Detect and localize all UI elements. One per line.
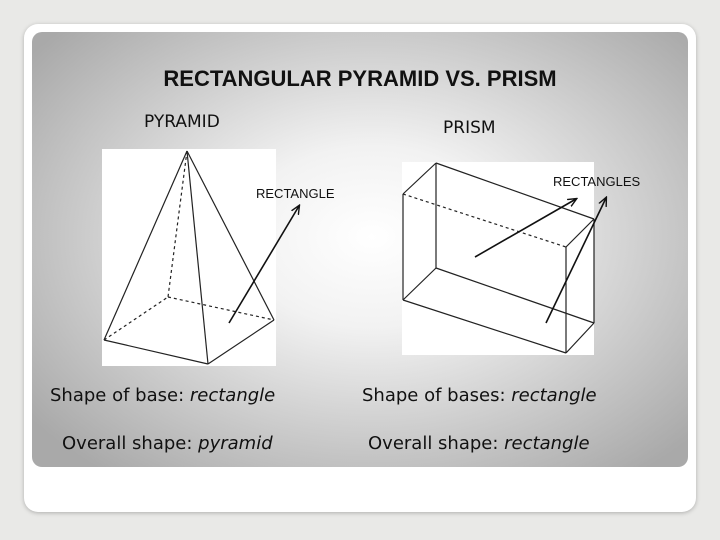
pyramid-overall-caption-prefix: Overall shape: [62, 433, 199, 454]
prism-top-left-edge [402, 162, 437, 195]
prism-top-right-edge [565, 218, 595, 248]
prism-bottom-front-edge [402, 299, 567, 354]
pyramid-base-caption: Shape of base: rectangle [50, 385, 275, 406]
prism-overall-caption-value: rectangle [504, 433, 590, 454]
pyramid-hidden-edge [167, 150, 188, 298]
prism-overall-caption: Overall shape: rectangle [368, 433, 590, 454]
pyramid-overall-caption-value: pyramid [198, 433, 273, 454]
prism-figure-background [402, 162, 594, 355]
prism-top-back-edge [435, 162, 595, 220]
prism-heading: PRISM [443, 118, 496, 138]
pyramid-heading: PYRAMID [144, 112, 220, 132]
pyramid-base-front-left [103, 339, 209, 365]
pyramid-overall-caption: Overall shape: pyramid [62, 433, 273, 454]
pyramid-edge-left [103, 150, 188, 341]
annotation-arrows [228, 198, 606, 324]
prism-bottom-right-edge [565, 322, 595, 354]
pyramid-edge-front [186, 150, 209, 365]
prism-base-caption-prefix: Shape of bases: [362, 385, 512, 406]
prism-hidden-edge [402, 193, 567, 248]
pyramid-base-caption-prefix: Shape of base: [50, 385, 190, 406]
pyramid-base-hidden-back [167, 296, 275, 321]
prism-annotation-label: RECTANGLES [553, 174, 641, 189]
pyramid-edge-right [186, 150, 275, 321]
prism-overall-caption-prefix: Overall shape: [368, 433, 505, 454]
prism-base-caption: Shape of bases: rectangle [362, 385, 597, 406]
rectangular-pyramid-drawing [103, 150, 275, 365]
pyramid-base-hidden-left [103, 296, 169, 341]
pyramid-base-arrow [228, 206, 299, 324]
prism-side-arrow [545, 198, 606, 324]
pyramid-base-caption-value: rectangle [189, 385, 276, 406]
slide-title: RECTANGULAR PYRAMID VS. PRISM [163, 66, 557, 91]
rectangular-prism-drawing [402, 162, 595, 354]
pyramid-annotation-label: RECTANGLE [256, 186, 335, 201]
pyramid-figure-background [102, 149, 276, 366]
prism-bottom-left-edge [402, 267, 437, 301]
prism-top-arrow [474, 199, 576, 258]
prism-base-caption-value: rectangle [511, 385, 597, 406]
prism-bottom-back-edge [435, 267, 595, 324]
pyramid-base-front-right [207, 319, 275, 365]
